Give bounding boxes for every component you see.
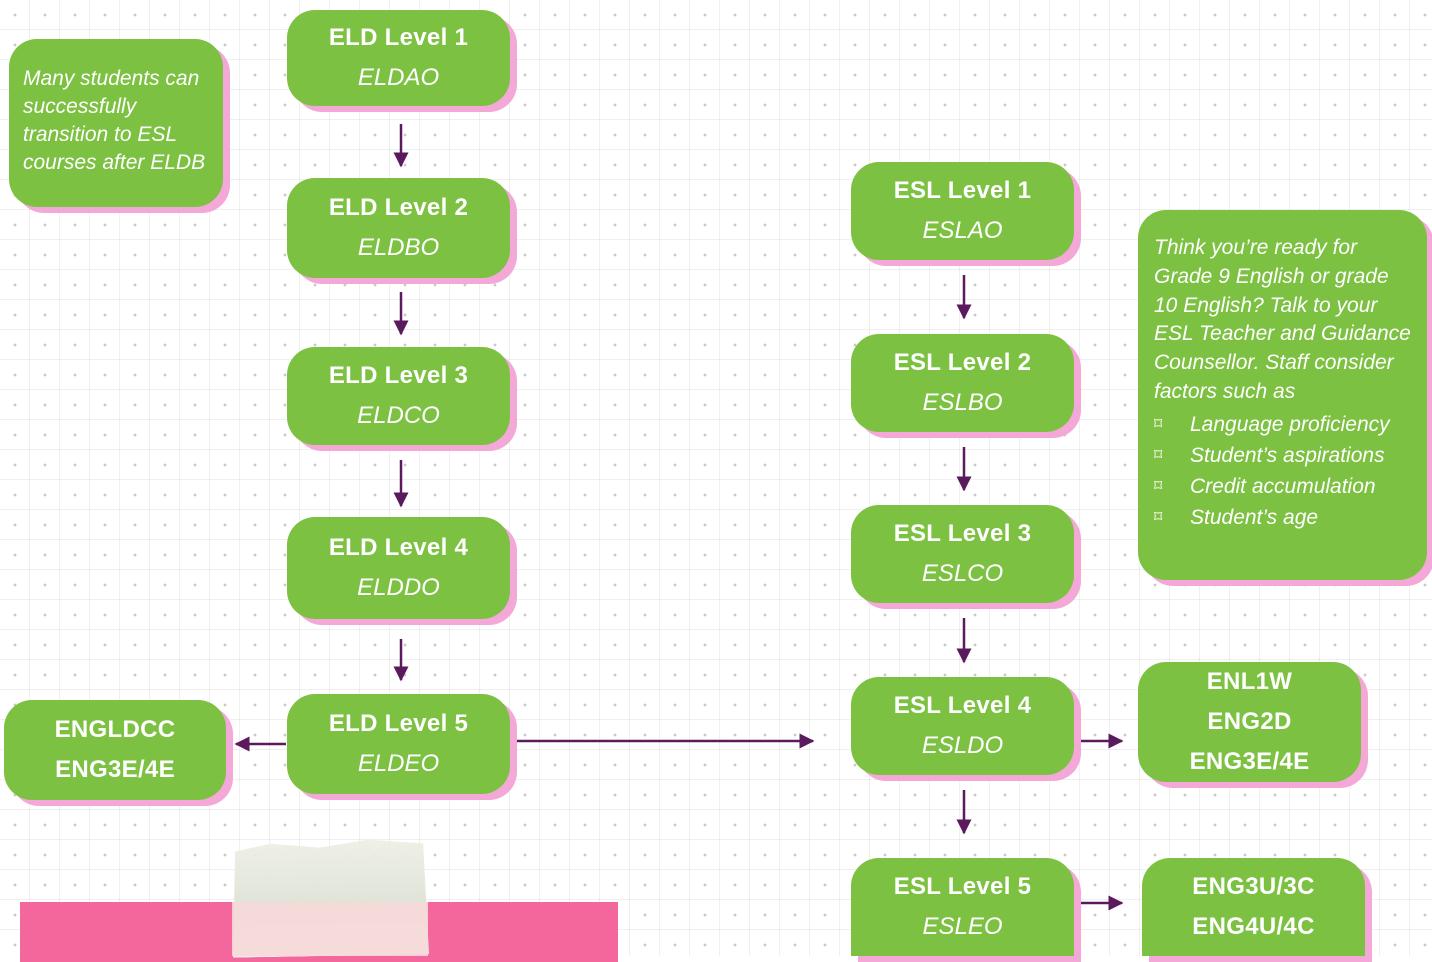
esl-level-3-code: ESLCO [921,560,1004,587]
eld-level-4-code: ELDDO [357,574,440,601]
bullet-icon: ⌑ [1154,415,1163,433]
bullet-icon: ⌑ [1154,508,1163,526]
right-note-item: ⌑Credit accumulation [1154,471,1417,502]
esl-level-2-title: ESL Level 2 [893,349,1032,376]
right-note: Think you’re ready for Grade 9 English o… [1138,210,1427,580]
eld-exit-line-1: ENGLDCC [54,716,176,743]
eld-level-1-title: ELD Level 1 [328,24,469,51]
esl4-exit-line-1: ENL1W [1206,668,1293,695]
eld-exit-line-2: ENG3E/4E [55,756,175,783]
eld-level-4-title: ELD Level 4 [328,534,469,561]
esl-level-2-code: ESLBO [922,389,1003,416]
eld-level-5-title: ELD Level 5 [328,710,469,737]
esl4-exit-box: ENL1W ENG2D ENG3E/4E [1138,662,1361,782]
esl-level-1-box: ESL Level 1 ESLAO [851,162,1074,260]
esl5-exit-line-1: ENG3U/3C [1192,873,1315,900]
eld-level-4-box: ELD Level 4 ELDDO [287,517,510,619]
eld-level-3-title: ELD Level 3 [328,362,469,389]
esl-level-5-box: ESL Level 5 ESLEO [851,858,1074,956]
left-note: Many students can successfully transitio… [9,39,223,207]
esl-level-2-box: ESL Level 2 ESLBO [851,334,1074,432]
esl-level-1-title: ESL Level 1 [893,177,1032,204]
eld-level-5-code: ELDEO [357,750,440,777]
eld-level-3-code: ELDCO [357,402,440,429]
esl4-exit-line-2: ENG2D [1207,708,1292,735]
esl-level-4-title: ESL Level 4 [893,692,1032,719]
eld-level-2-title: ELD Level 2 [328,194,469,221]
right-note-text: Think you’re ready for Grade 9 English o… [1154,236,1411,403]
esl-level-5-title: ESL Level 5 [893,873,1032,900]
eld-level-1-box: ELD Level 1 ELDAO [287,10,510,106]
eld-exit-box: ENGLDCC ENG3E/4E [4,700,226,800]
eld-level-5-box: ELD Level 5 ELDEO [287,694,510,794]
right-note-item: ⌑Student’s aspirations [1154,440,1417,471]
bullet-icon: ⌑ [1154,446,1163,464]
right-note-list: ⌑Language proficiency ⌑Student’s aspirat… [1154,409,1417,533]
eld-level-3-box: ELD Level 3 ELDCO [287,347,510,445]
esl-level-4-box: ESL Level 4 ESLDO [851,677,1074,775]
esl-level-4-code: ESLDO [921,732,1004,759]
esl5-exit-box: ENG3U/3C ENG4U/4C [1142,858,1365,956]
esl5-exit-line-2: ENG4U/4C [1192,913,1315,940]
esl-level-3-title: ESL Level 3 [893,520,1032,547]
right-note-item: ⌑Student’s age [1154,502,1417,533]
esl-level-1-code: ESLAO [922,217,1003,244]
tape-strip-overlap [232,902,428,956]
left-note-text: Many students can successfully transitio… [23,67,206,174]
right-note-item: ⌑Language proficiency [1154,409,1417,440]
eld-level-1-code: ELDAO [357,64,440,91]
esl-level-3-box: ESL Level 3 ESLCO [851,505,1074,603]
esl-level-5-code: ESLEO [922,913,1003,940]
bullet-icon: ⌑ [1154,477,1163,495]
eld-level-2-code: ELDBO [357,234,440,261]
esl4-exit-line-3: ENG3E/4E [1189,748,1310,775]
eld-level-2-box: ELD Level 2 ELDBO [287,178,510,278]
